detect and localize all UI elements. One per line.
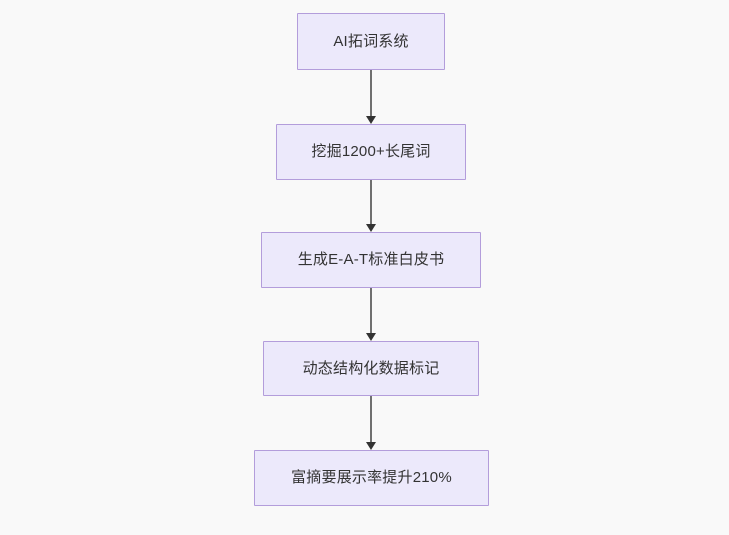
edge-line: [370, 180, 372, 224]
edge-line: [370, 396, 372, 442]
flow-node-generate-eat-whitepaper[interactable]: 生成E-A-T标准白皮书: [261, 232, 481, 288]
flow-node-mine-longtail-keywords[interactable]: 挖掘1200+长尾词: [276, 124, 466, 180]
edge-line: [370, 288, 372, 333]
flow-node-label: AI拓词系统: [333, 32, 409, 50]
flow-node-label: 富摘要展示率提升210%: [291, 469, 452, 486]
flow-node-dynamic-structured-data-markup[interactable]: 动态结构化数据标记: [263, 341, 479, 396]
arrow-head-icon: [366, 333, 376, 341]
flow-node-label: 生成E-A-T标准白皮书: [297, 251, 445, 268]
flow-node-label: 动态结构化数据标记: [302, 359, 440, 377]
flow-node-rich-snippet-impression-lift[interactable]: 富摘要展示率提升210%: [254, 450, 489, 506]
arrow-head-icon: [366, 442, 376, 450]
flow-node-ai-keyword-system[interactable]: AI拓词系统: [297, 13, 445, 70]
flow-node-label: 挖掘1200+长尾词: [311, 143, 431, 160]
arrow-head-icon: [366, 116, 376, 124]
arrow-head-icon: [366, 224, 376, 232]
edge-line: [370, 70, 372, 116]
